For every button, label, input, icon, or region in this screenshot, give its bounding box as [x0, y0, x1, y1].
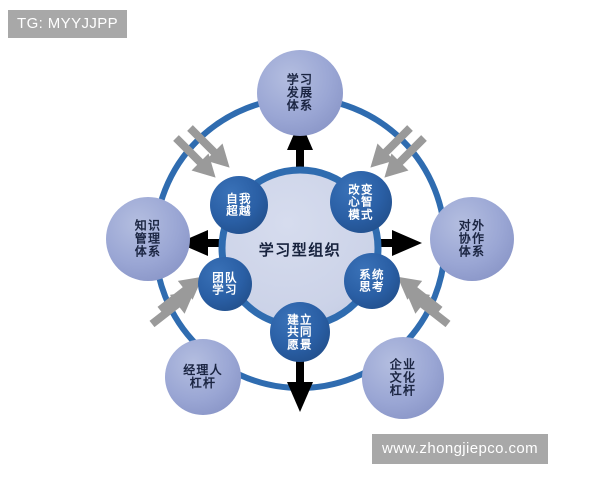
- outer-node-external-collaboration-system[interactable]: [430, 197, 514, 281]
- watermark-top-left: TG: MYYJJPP: [8, 10, 128, 38]
- inner-node-systems-thinking[interactable]: [344, 253, 400, 309]
- inner-node-self-transcendence[interactable]: [210, 176, 268, 234]
- outer-node-corporate-culture-leverage[interactable]: [362, 337, 444, 419]
- inner-node-shared-vision[interactable]: [270, 302, 330, 362]
- outer-node-manager-leverage[interactable]: [165, 339, 241, 415]
- black-arrow-down: [287, 338, 313, 412]
- watermark-bottom-right: www.zhongjiepco.com: [372, 434, 549, 464]
- gray-arrows-top-left: [173, 125, 230, 178]
- gray-arrows-bottom-left: [149, 276, 203, 328]
- inner-node-mental-models[interactable]: [330, 171, 392, 233]
- inner-node-team-learning[interactable]: [198, 257, 252, 311]
- outer-node-knowledge-management-system[interactable]: [106, 197, 190, 281]
- outer-node-learning-development-system[interactable]: [257, 50, 343, 136]
- gray-arrows-bottom-right: [397, 276, 451, 328]
- gray-arrows-top-right: [370, 125, 427, 178]
